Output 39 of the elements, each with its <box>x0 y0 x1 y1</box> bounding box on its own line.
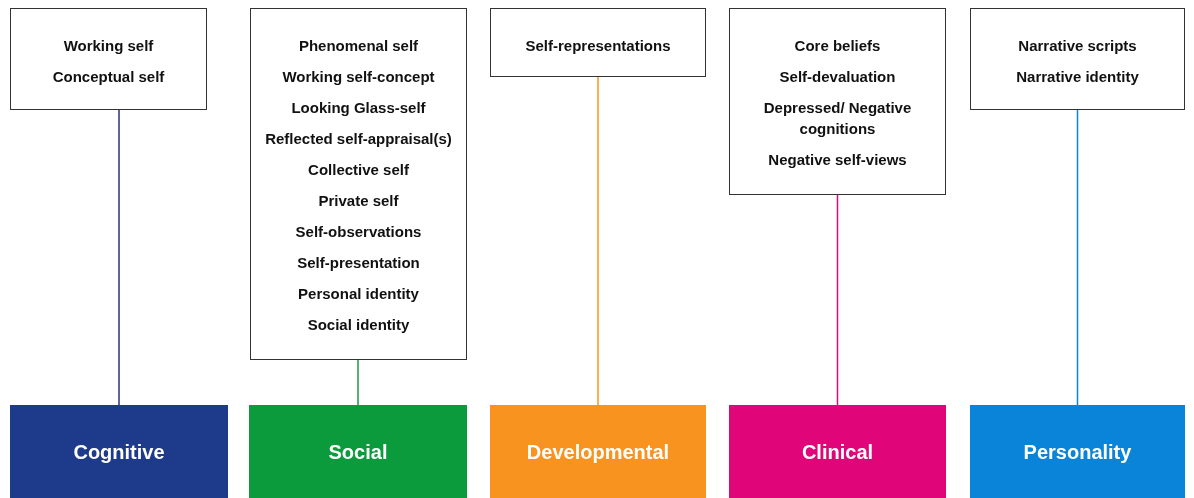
category-box <box>729 405 946 498</box>
category-label: Cognitive <box>73 439 165 465</box>
concept-label: Narrative scripts <box>1018 36 1137 56</box>
concept-label: Private self <box>318 191 399 211</box>
concept-label: Collective self <box>308 160 409 180</box>
concept-box <box>10 8 207 110</box>
connector-line <box>357 359 359 406</box>
category-box <box>970 405 1185 498</box>
concept-box <box>970 8 1185 110</box>
concept-label: Self-representations <box>525 36 671 56</box>
concept-box <box>250 8 467 360</box>
category-label: Developmental <box>526 439 670 465</box>
concept-label: Social identity <box>307 315 410 335</box>
category-label: Personality <box>1023 439 1132 465</box>
concept-label: Looking Glass-self <box>291 98 426 118</box>
category-box <box>249 405 467 498</box>
concept-label: Self-presentation <box>297 253 420 273</box>
concept-box <box>490 8 706 77</box>
category-box <box>10 405 228 498</box>
connector-line <box>1076 109 1079 406</box>
category-label: Clinical <box>801 439 874 465</box>
concept-box <box>729 8 946 195</box>
concept-label: Reflected self-appraisal(s) <box>265 129 452 149</box>
category-box <box>490 405 706 498</box>
concept-label: Narrative identity <box>1016 67 1139 87</box>
concept-label: Phenomenal self <box>298 36 419 56</box>
concept-label: Self-observations <box>295 222 422 242</box>
concept-label: Negative self-views <box>768 150 907 170</box>
category-label: Social <box>328 439 388 465</box>
concept-label: Conceptual self <box>52 67 165 87</box>
connector-line <box>836 194 839 406</box>
concept-label: Self-devaluation <box>779 67 896 87</box>
connector-line <box>597 76 599 406</box>
concept-label: Core beliefs <box>794 36 881 56</box>
concept-label: Depressed/ Negative cognitions <box>762 98 913 139</box>
concept-label: Personal identity <box>298 284 419 304</box>
concept-label: Working self-concept <box>282 67 435 87</box>
concept-label: Working self <box>63 36 154 56</box>
connector-line <box>118 109 120 406</box>
